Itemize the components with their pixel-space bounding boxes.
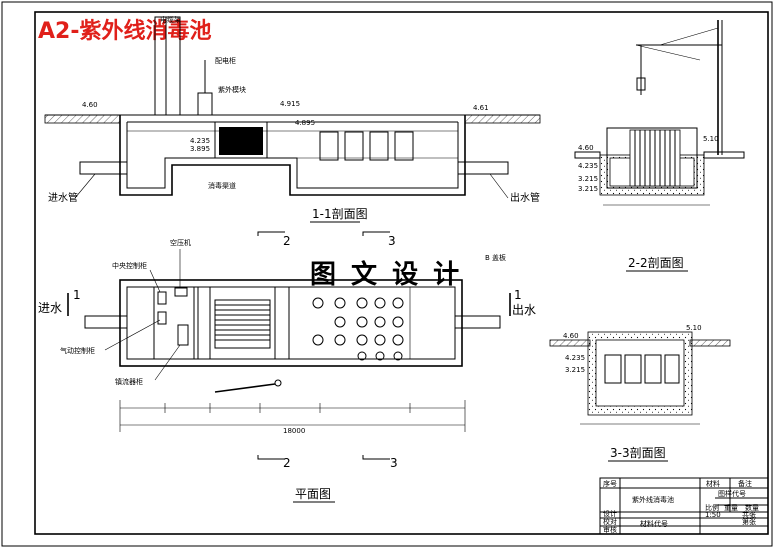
diffuser-grid	[312, 297, 404, 361]
drawing-title: A2-紫外线消毒池	[38, 18, 211, 44]
elev-2: 4.915	[280, 100, 300, 108]
cut-mark-3-top: 3	[388, 234, 396, 248]
tb-checker: 校对	[603, 517, 617, 526]
tb-drawing-name: 紫外线消毒池	[632, 495, 674, 504]
tb-seq: 序号	[603, 479, 617, 488]
label-air-compressor: 空压机	[170, 238, 191, 247]
cut-mark-2-bottom: 2	[283, 456, 291, 470]
elev-2-5: 3.215	[578, 185, 598, 193]
watermark: 图 文 设 计	[310, 259, 462, 290]
tb-scale: 1:50	[705, 511, 721, 519]
elev-1: 4.60	[82, 101, 98, 109]
label-outlet-pipe: 出水管	[510, 191, 540, 204]
label-outlet: 出水	[512, 303, 536, 317]
section-1-1: 电缆架 配电柜 紫外模块 消毒渠道 进水管 出水管 4.60 4.915 4.8…	[44, 15, 541, 223]
cut-mark-1-right: 1	[514, 288, 522, 302]
tb-drawing-code: 图样代号	[718, 489, 746, 498]
label-inlet-pipe: 进水管	[48, 191, 78, 204]
cut-mark-2-top: 2	[283, 234, 291, 248]
label-uv-module: 紫外模块	[218, 85, 246, 94]
label-grating: B 盖板	[485, 253, 506, 262]
caption-3-3: 3-3剖面图	[610, 446, 666, 460]
cut-mark-3-bottom: 3	[390, 456, 398, 470]
tb-sheet-no: 第张	[742, 517, 756, 526]
tb-remark: 备注	[738, 479, 752, 488]
uv-lamp-bank	[629, 129, 681, 187]
label-ballast: 镇流器柜	[115, 377, 143, 386]
section-2-2: 5.10 4.60 4.235 3.215 3.215 2-2剖面图	[574, 20, 745, 272]
tb-weight: 重量	[724, 504, 738, 512]
caption-2-2: 2-2剖面图	[628, 256, 684, 270]
elev-5: 4.235	[190, 137, 210, 145]
label-cable-tower: 电缆架	[160, 15, 181, 24]
elev-3-3: 4.235	[565, 354, 585, 362]
tb-approver: 审核	[603, 525, 617, 534]
elev-3-2: 5.10	[686, 324, 702, 332]
elev-2-1: 5.10	[703, 135, 719, 143]
elev-2-4: 3.215	[578, 175, 598, 183]
tb-quantity: 数量	[745, 503, 759, 512]
elev-3-1: 4.60	[563, 332, 579, 340]
cut-mark-1-left: 1	[73, 288, 81, 302]
elev-3: 4.895	[295, 119, 315, 127]
tb-material: 材料	[706, 479, 720, 488]
title-block: 序号 材料 备注 紫外线消毒池 图样代号 比例 重量 数量 1:50 共张 第张…	[599, 477, 769, 535]
tb-sheets: 共张	[742, 510, 756, 519]
inner-frame	[34, 11, 769, 535]
label-central-control: 中央控制柜	[112, 261, 147, 270]
elev-2-2: 4.60	[578, 144, 594, 152]
tb-scale-label: 比例	[705, 503, 719, 512]
elev-3-4: 3.215	[565, 366, 585, 374]
label-distribution-box: 配电柜	[215, 56, 236, 65]
caption-plan: 平面图	[295, 487, 331, 501]
tb-designer: 设计	[603, 509, 617, 518]
plan-view: 1 1 2 2 3 3 中央控制柜 空压机 气动控制柜 镇流器柜 B 盖板 进水…	[38, 231, 536, 503]
elev-2-3: 4.235	[578, 162, 598, 170]
caption-1-1: 1-1剖面图	[312, 207, 368, 221]
label-inlet: 进水	[38, 301, 62, 315]
label-pneumatic-control: 气动控制柜	[60, 346, 95, 355]
elev-4: 4.61	[473, 104, 489, 112]
tb-material-code: 材料代号	[640, 519, 668, 528]
section-3-3: 4.60 5.10 4.235 3.215 3-3剖面图	[549, 324, 731, 462]
elev-6: 3.895	[190, 145, 210, 153]
dim-total: 18000	[283, 427, 305, 435]
label-channel: 消毒渠道	[208, 181, 236, 190]
